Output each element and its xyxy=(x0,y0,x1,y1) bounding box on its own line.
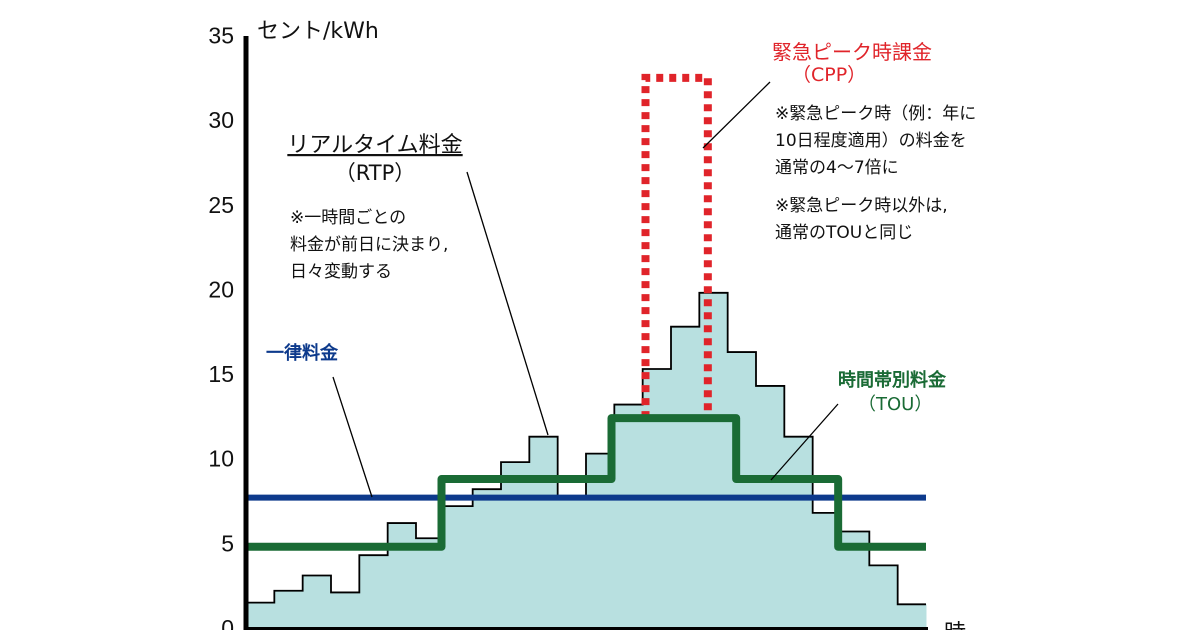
cpp-note-line: 通常のTOUと同じ xyxy=(775,223,913,243)
y-tick-label: 30 xyxy=(208,107,234,133)
rtp-bar xyxy=(302,575,332,628)
rtp-bar xyxy=(529,436,559,628)
cpp-note-line: 10日程度適用）の料金を xyxy=(775,131,967,151)
rtp-bar xyxy=(274,590,304,628)
rtp-bar xyxy=(472,489,502,628)
y-tick-label: 5 xyxy=(221,530,234,556)
tou-line xyxy=(246,414,926,551)
rtp-bar xyxy=(416,538,445,628)
rtp-note-line: ※一時間ごとの xyxy=(290,208,406,228)
y-tick-label: 25 xyxy=(208,192,234,218)
rtp-bar xyxy=(501,462,530,628)
rtp-bar xyxy=(756,385,785,628)
rtp-bar xyxy=(784,436,814,628)
flat-leader xyxy=(332,376,373,498)
rtp-bar xyxy=(331,592,360,628)
rtp-subtitle: （RTP） xyxy=(335,161,416,185)
y-tick-label: 15 xyxy=(208,361,234,387)
cpp-title: 緊急ピーク時課金 xyxy=(772,40,932,64)
rtp-leader xyxy=(466,171,549,436)
rtp-bar xyxy=(614,404,644,628)
y-axis-label: セント/kWh xyxy=(257,19,379,44)
y-tick-label: 0 xyxy=(221,615,234,630)
rtp-bar xyxy=(444,506,474,628)
rtp-bar xyxy=(359,555,389,628)
rtp-bar xyxy=(727,352,757,628)
cpp-leader xyxy=(702,81,771,149)
rtp-bar xyxy=(897,604,927,628)
cpp-note-line: ※緊急ピーク時以外は, xyxy=(775,196,948,216)
y-tick-label: 10 xyxy=(208,446,234,472)
rtp-note-line: 日々変動する xyxy=(290,262,392,282)
tou-title: 時間帯別料金 xyxy=(838,369,947,391)
rtp-bar xyxy=(246,602,275,628)
rtp-bar xyxy=(387,523,417,628)
rtp-bar xyxy=(671,326,700,628)
tou-leader xyxy=(770,403,839,481)
cpp-subtitle: （CPP） xyxy=(792,64,866,86)
rtp-bar xyxy=(699,292,729,628)
flat-title: 一律料金 xyxy=(266,342,339,364)
rtp-bar xyxy=(557,495,587,628)
rtp-step-line xyxy=(246,291,926,606)
cpp-line xyxy=(641,73,712,419)
rtp-bar xyxy=(869,565,899,628)
y-tick-label: 20 xyxy=(208,276,234,302)
tou-subtitle: （TOU） xyxy=(858,394,932,415)
cpp-note-line: ※緊急ピーク時（例：年に xyxy=(775,104,976,124)
rtp-note-line: 料金が前日に決まり, xyxy=(290,235,448,255)
x-axis-label: 時 xyxy=(944,621,966,630)
y-tick-label: 35 xyxy=(208,23,234,49)
rtp-title: リアルタイム料金 xyxy=(287,133,462,158)
cpp-note-line: 通常の4～7倍に xyxy=(775,158,899,178)
